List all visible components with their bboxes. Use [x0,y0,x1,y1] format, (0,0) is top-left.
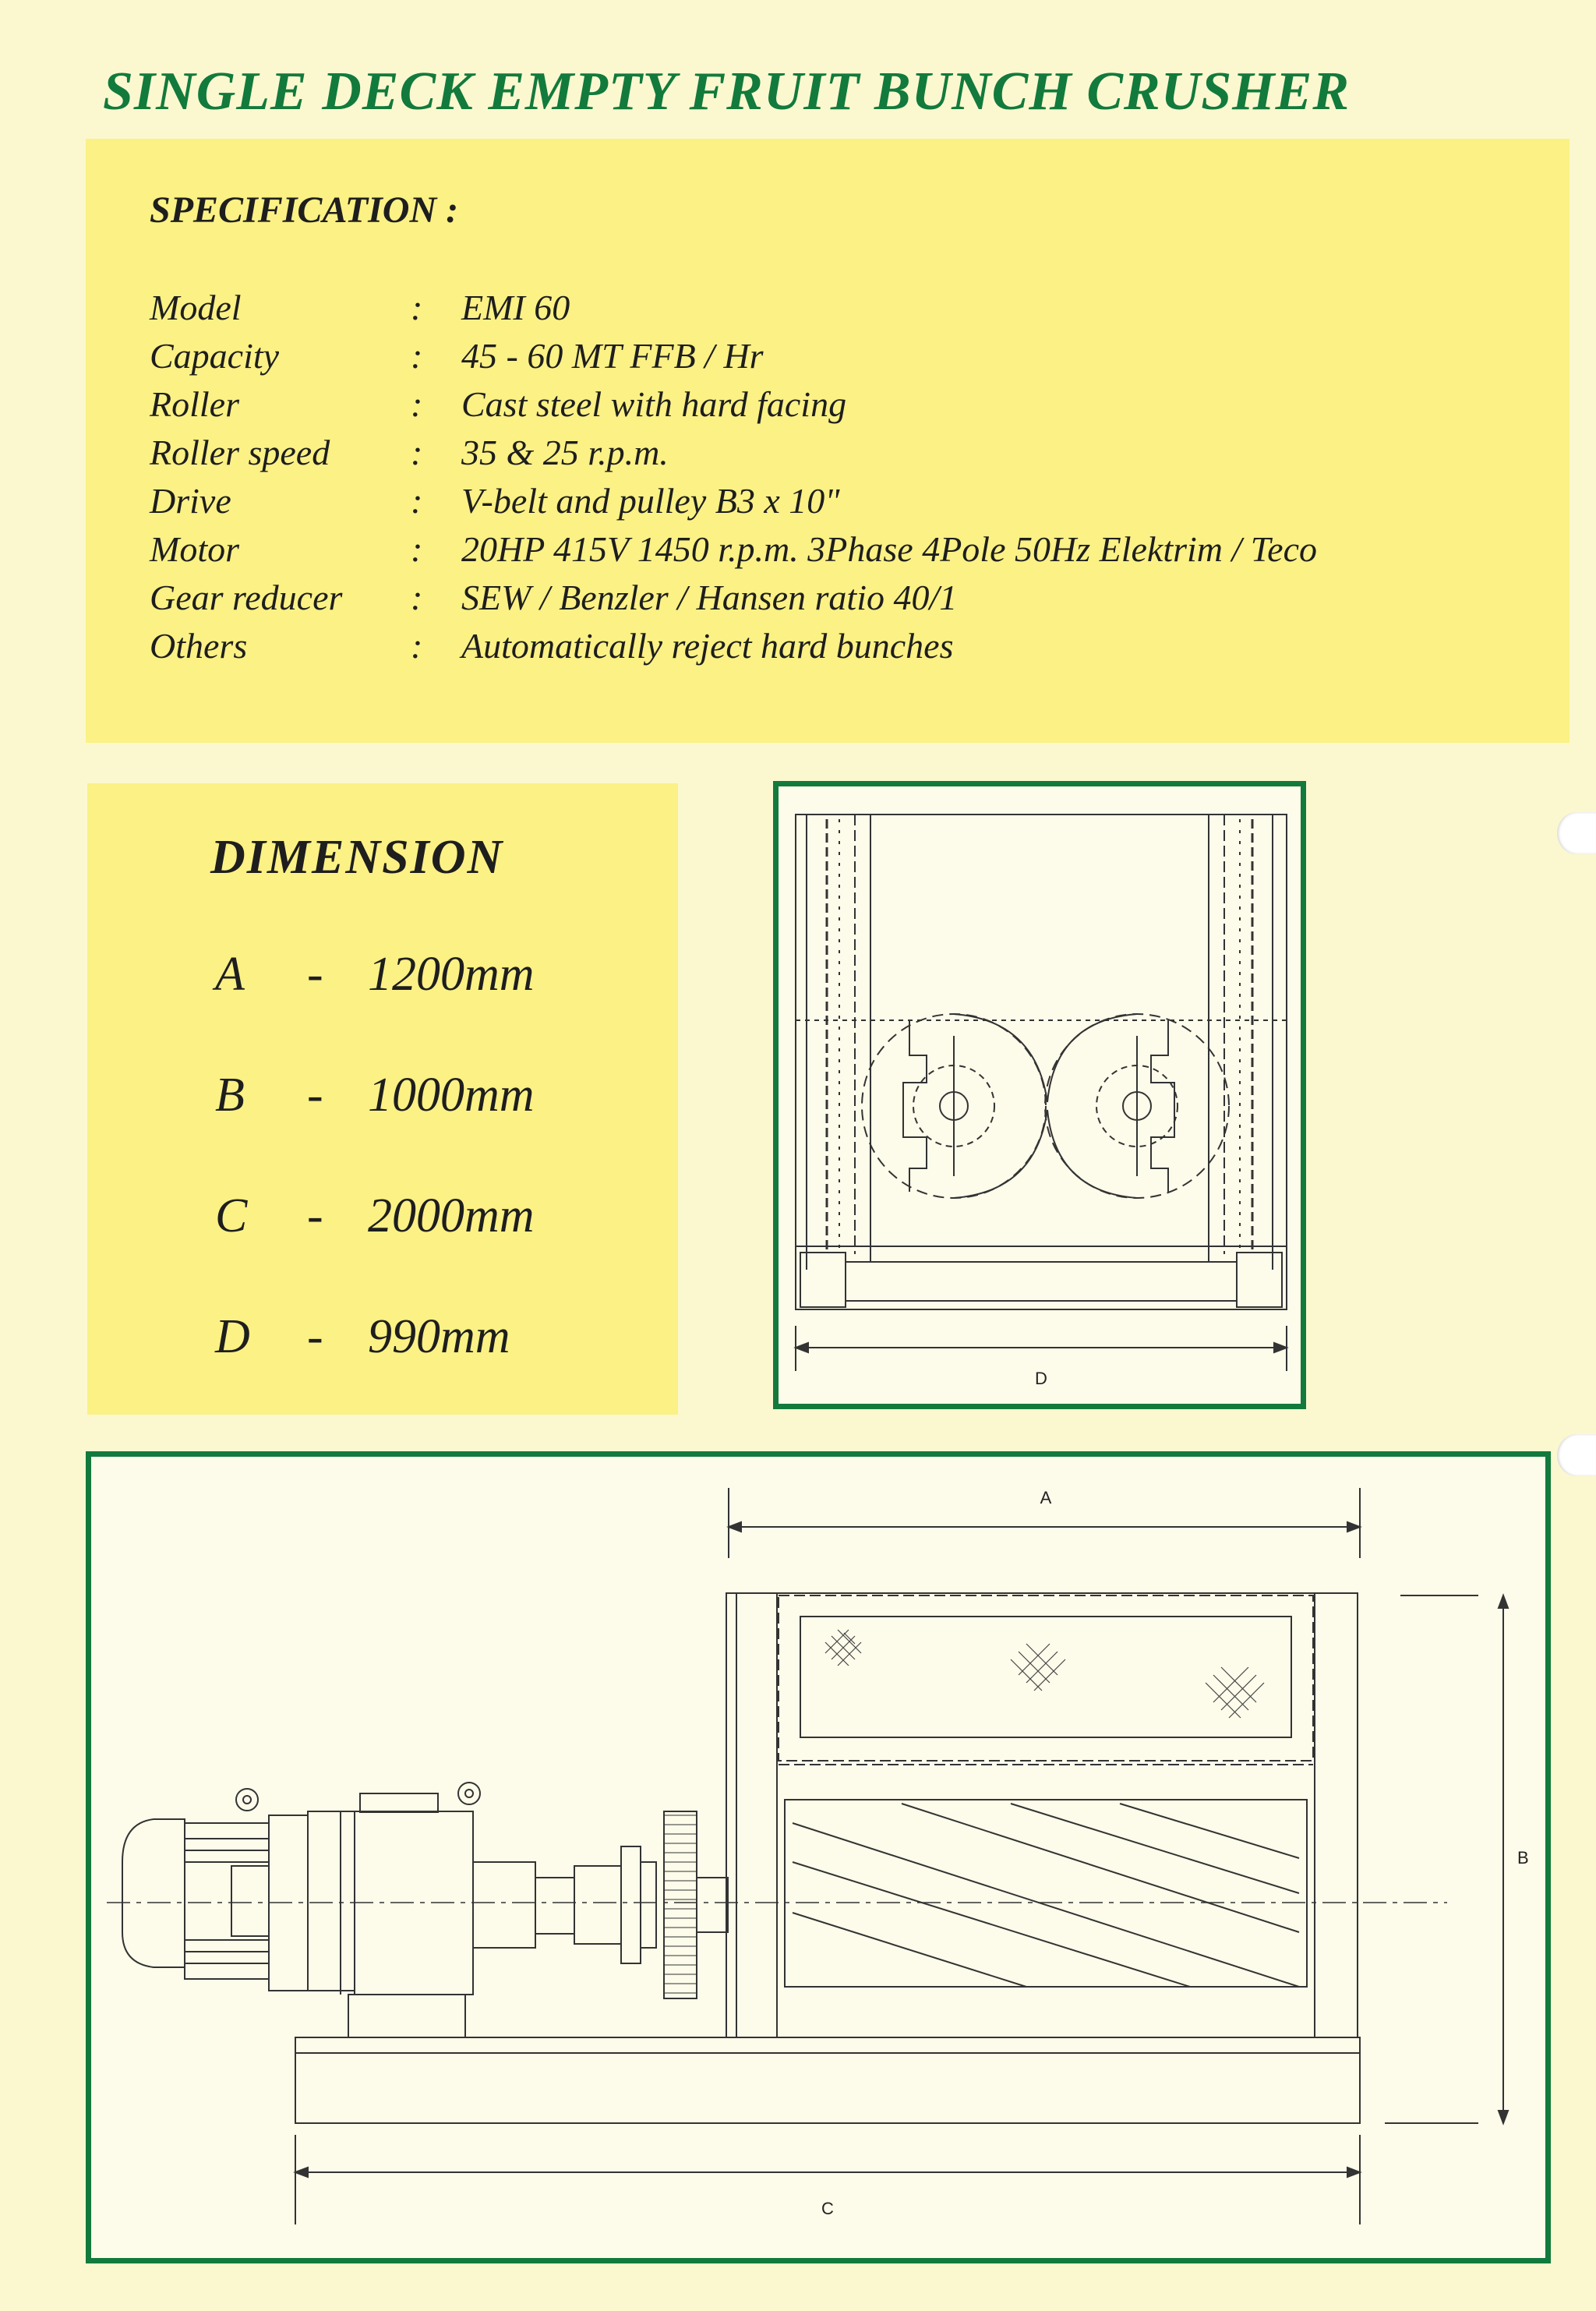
side-view-drawing: A B C [107,1488,1529,2224]
dimension-dash: - [307,948,323,1001]
spec-colon: : [411,578,423,617]
dimension-panel: DIMENSION A - 1200mm B - 1000mm C - 2000… [87,783,678,1415]
specification-heading: SPECIFICATION : [150,189,459,231]
end-view-drawing: D [793,814,1289,1388]
right-roller [1044,1013,1230,1199]
spec-label: Others [150,626,248,666]
gear-reducer [307,1782,481,2038]
spec-value: 35 & 25 r.p.m. [461,433,669,472]
machine-base-frame [295,2037,1361,2124]
dimension-line-b [1385,1593,1509,2125]
spec-label: Drive [150,481,231,521]
dimension-letter: A [215,948,245,1001]
drive-coupling [472,1811,729,1999]
dimension-label-a: A [1040,1488,1052,1507]
spec-colon: : [411,288,423,327]
dimension-line-c [293,2135,1362,2224]
crusher-housing-side [726,1592,1358,2038]
side-view-drawing-frame: A B C [86,1451,1551,2263]
dimension-dash: - [307,1189,323,1242]
dimension-line-d [793,1326,1289,1371]
spec-colon: : [411,336,423,376]
spec-label: Capacity [150,336,280,376]
dimension-letter: D [215,1310,250,1363]
spec-colon: : [411,529,423,569]
specification-panel: SPECIFICATION : Model : EMI 60 Capacity … [86,139,1570,743]
mesh-hatch-marks [824,1629,1265,1719]
end-view-drawing-frame: D [773,781,1306,1409]
spec-value: SEW / Benzler / Hansen ratio 40/1 [461,578,958,617]
spec-label: Model [150,288,242,327]
dimension-label-c: C [821,2199,834,2218]
spec-value: 20HP 415V 1450 r.p.m. 3Phase 4Pole 50Hz … [461,529,1317,569]
dimension-label-d: D [1035,1369,1047,1388]
spec-label: Motor [150,529,239,569]
spec-value: Automatically reject hard bunches [461,626,954,666]
dimension-letter: B [215,1069,245,1122]
right-side-channel [1208,815,1273,1270]
binder-hole [1557,812,1596,854]
spec-value: EMI 60 [461,288,570,327]
spec-label: Roller speed [150,433,330,472]
electric-motor [122,1788,309,1991]
dimension-heading: DIMENSION [210,831,504,884]
dimension-value: 990mm [368,1310,510,1363]
dimension-letter: C [215,1189,248,1242]
spec-colon: : [411,384,423,424]
dimension-value: 1200mm [368,948,535,1001]
end-view-base [796,1246,1287,1308]
dimension-dash: - [307,1310,323,1363]
left-roller [861,1013,1048,1199]
left-side-channel [806,815,871,1270]
spec-colon: : [411,433,423,472]
dimension-value: 1000mm [368,1069,535,1122]
binder-hole [1557,1434,1596,1476]
spec-value: Cast steel with hard facing [461,384,847,424]
dimension-dash: - [307,1069,323,1122]
spec-value: 45 - 60 MT FFB / Hr [461,336,764,376]
spec-colon: : [411,481,423,521]
spec-label: Roller [150,384,239,424]
crusher-housing [795,814,1287,1310]
dimension-line-a [726,1488,1362,1558]
page-title: SINGLE DECK EMPTY FRUIT BUNCH CRUSHER [103,62,1351,122]
spec-colon: : [411,626,423,666]
spec-label: Gear reducer [150,578,343,617]
spec-value: V-belt and pulley B3 x 10" [461,481,840,521]
dimension-label-b: B [1517,1848,1529,1868]
dimension-value: 2000mm [368,1189,535,1242]
